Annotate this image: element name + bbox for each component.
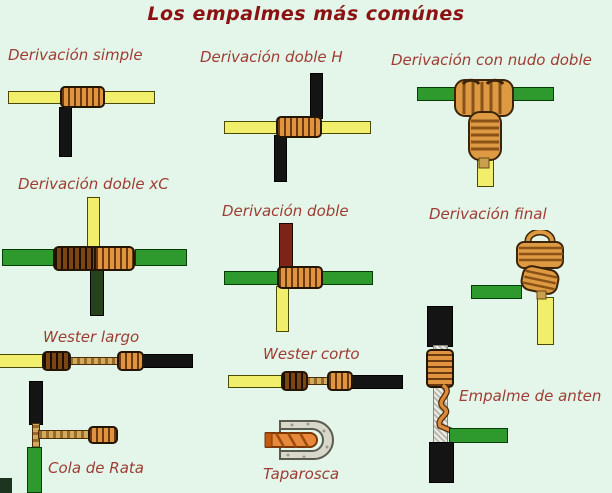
wire-nut-graphic: [264, 420, 334, 460]
wire-branch-darkred-up: [279, 223, 293, 269]
bare-conductor: [306, 377, 329, 385]
label-wester-largo: Wester largo: [43, 328, 140, 346]
wire-green-branch: [449, 428, 508, 443]
page-title: Los empalmes más comúnes: [147, 3, 465, 25]
wire-black-up: [29, 381, 43, 425]
splice-coil-left: [281, 371, 308, 391]
wire-yellow-left: [228, 375, 283, 388]
label-empalme-antena: Empalme de anten: [459, 387, 602, 405]
splice-coil: [60, 86, 105, 108]
wire-branch-yellow-down: [276, 286, 289, 332]
end-knot-graphic: [516, 230, 564, 300]
label-derivacion-nudo-doble: Derivación con nudo doble: [391, 51, 592, 69]
wire-green-down: [27, 447, 42, 493]
splice-coil-left: [42, 351, 71, 371]
double-knot-graphic: [454, 78, 514, 169]
wire-main-yellow-left: [8, 91, 62, 104]
label-derivacion-doble-xc: Derivación doble xC: [18, 175, 169, 193]
hooked-wire-graphic: [436, 384, 455, 434]
wire-black-right: [142, 354, 193, 368]
splice-coil-right: [327, 371, 353, 391]
splice-coil: [276, 116, 322, 138]
wire-main-green-left: [224, 271, 279, 285]
cable-black-top: [427, 306, 453, 347]
label-derivacion-simple: Derivación simple: [8, 46, 143, 64]
wire-main-green-right: [135, 249, 187, 266]
wire-branch-black-down: [274, 135, 287, 182]
wire-main-yellow-right: [319, 121, 371, 134]
label-taparosca: Taparosca: [263, 465, 340, 483]
splice-coil-right: [117, 351, 144, 371]
bare-conductor: [69, 357, 120, 365]
wire-main-yellow-left: [224, 121, 279, 134]
wire-branch-yellow-up: [87, 197, 100, 249]
wire-main-green-left: [2, 249, 54, 266]
wire-main-green-right: [322, 271, 373, 285]
wire-branch-yellow-down: [537, 297, 554, 345]
wire-main-yellow-right: [103, 91, 155, 104]
label-derivacion-doble-h: Derivación doble H: [200, 48, 343, 66]
splice-coil: [277, 266, 323, 289]
pigtail-coil: [88, 426, 118, 444]
splice-coil-orange-half: [94, 246, 135, 271]
wire-branch-darkgreen-down: [90, 268, 104, 316]
wire-black-right: [351, 375, 403, 389]
wire-branch-black-up: [310, 73, 323, 119]
corner-artifact: [0, 478, 12, 493]
cable-black-bottom: [429, 442, 454, 483]
wire-branch-black: [59, 107, 72, 157]
label-wester-corto: Wester corto: [263, 345, 360, 363]
wrap-coil: [426, 349, 454, 388]
label-derivacion-final: Derivación final: [429, 205, 547, 223]
wire-main-green: [471, 285, 522, 299]
label-cola-de-rata: Cola de Rata: [48, 459, 144, 477]
splice-coil-dark-half: [53, 246, 94, 271]
wire-yellow-left: [0, 354, 44, 368]
label-derivacion-doble: Derivación doble: [222, 202, 349, 220]
bare-twisted-tail: [38, 430, 91, 439]
